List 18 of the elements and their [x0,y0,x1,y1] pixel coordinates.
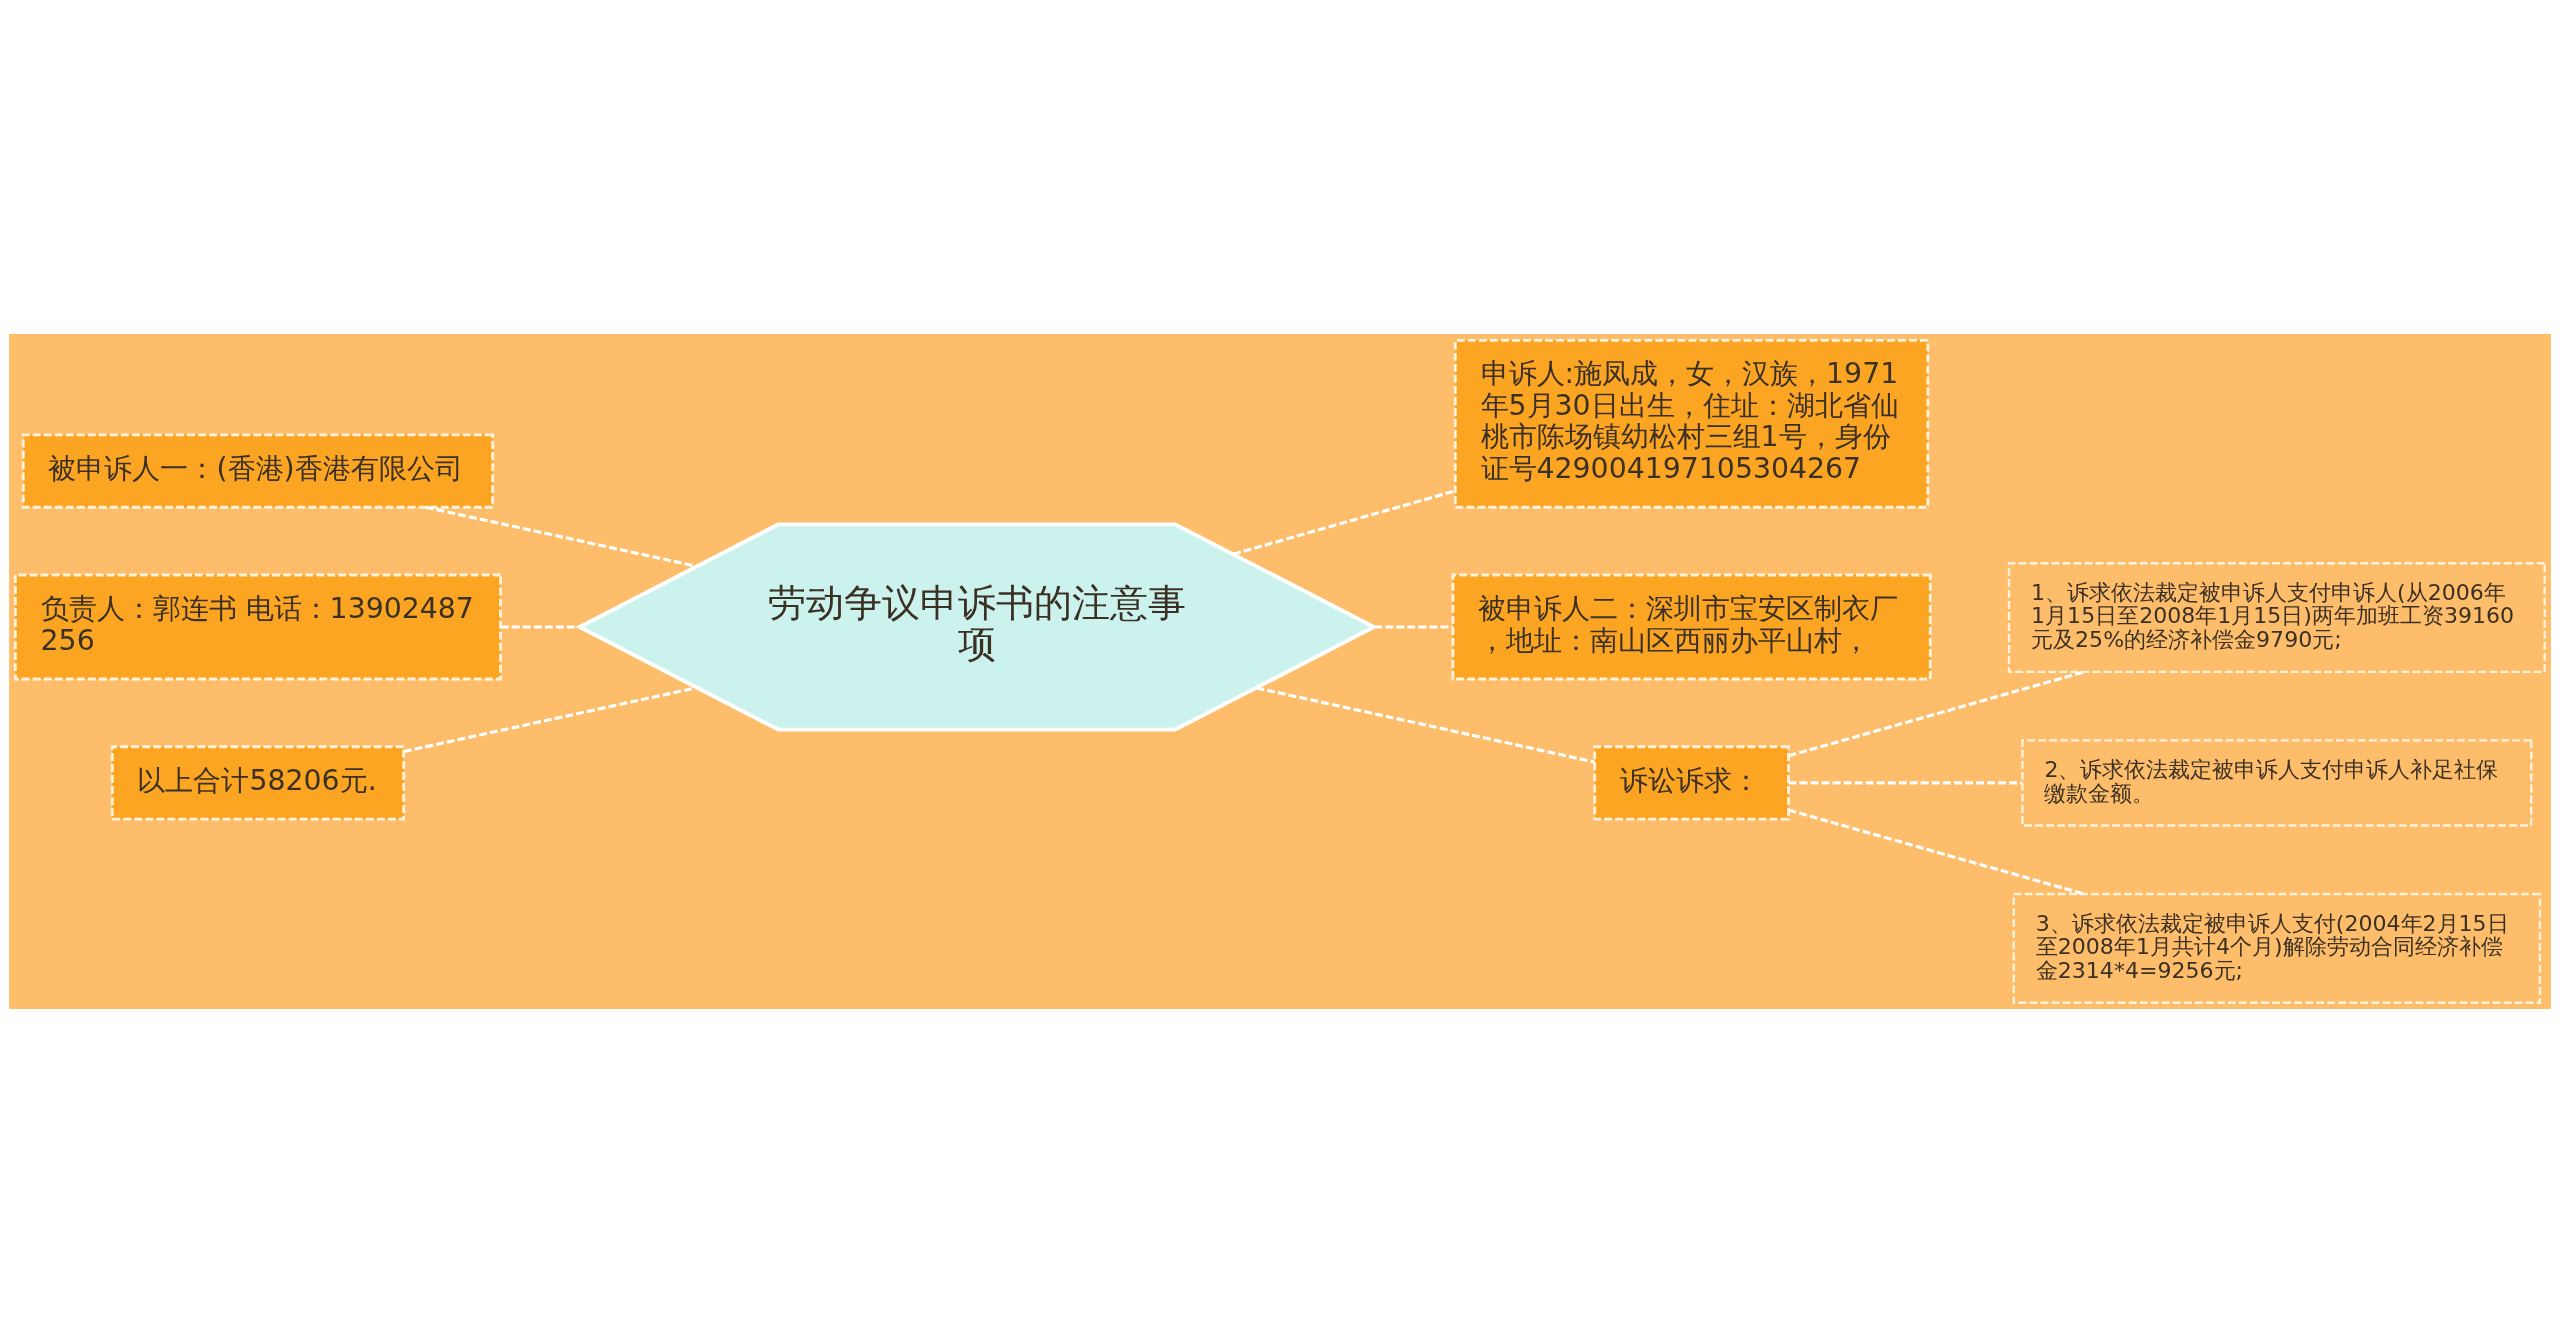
connector [1232,488,1456,556]
connector [1788,669,2085,757]
connector [500,624,580,629]
node-box: 以上合计58206元. [110,744,406,821]
node-box: 申诉人:施凤成，女，汉族，1971年5月30日出生，住址：湖北省仙桃市陈场镇幼松村三组1号，身份证号429004197105304267 [1453,338,1930,509]
connector [1256,685,1595,763]
node-box: 1、诉求依法裁定被申诉人支付申诉人(从2006年1月15日至2008年1月15日)两年加班工资39160元及25%的经济补偿金9790元; [2007,561,2546,673]
node-box: 被申诉人二：深圳市宝安区制衣厂，地址：南山区西丽办平山村， [1451,573,1932,680]
node-box: 被申诉人一：(香港)香港有限公司 [21,432,495,509]
connector [425,505,698,568]
connector [403,685,697,753]
node-box: 2、诉求依法裁定被申诉人支付申诉人补足社保缴款金额。 [2021,738,2533,827]
node-box: 3、诉求依法裁定被申诉人支付(2004年2月15日至2008年1月共计4个月)解除劳动合同经济补偿金2314*4=9256元; [2012,892,2542,1004]
node-box: 负责人：郭连书 电话：13902487256 [13,573,502,680]
connector [1788,780,2023,785]
connector [1374,624,1453,629]
connector [1788,808,2085,895]
node-box: 诉讼诉求： [1593,744,1790,821]
